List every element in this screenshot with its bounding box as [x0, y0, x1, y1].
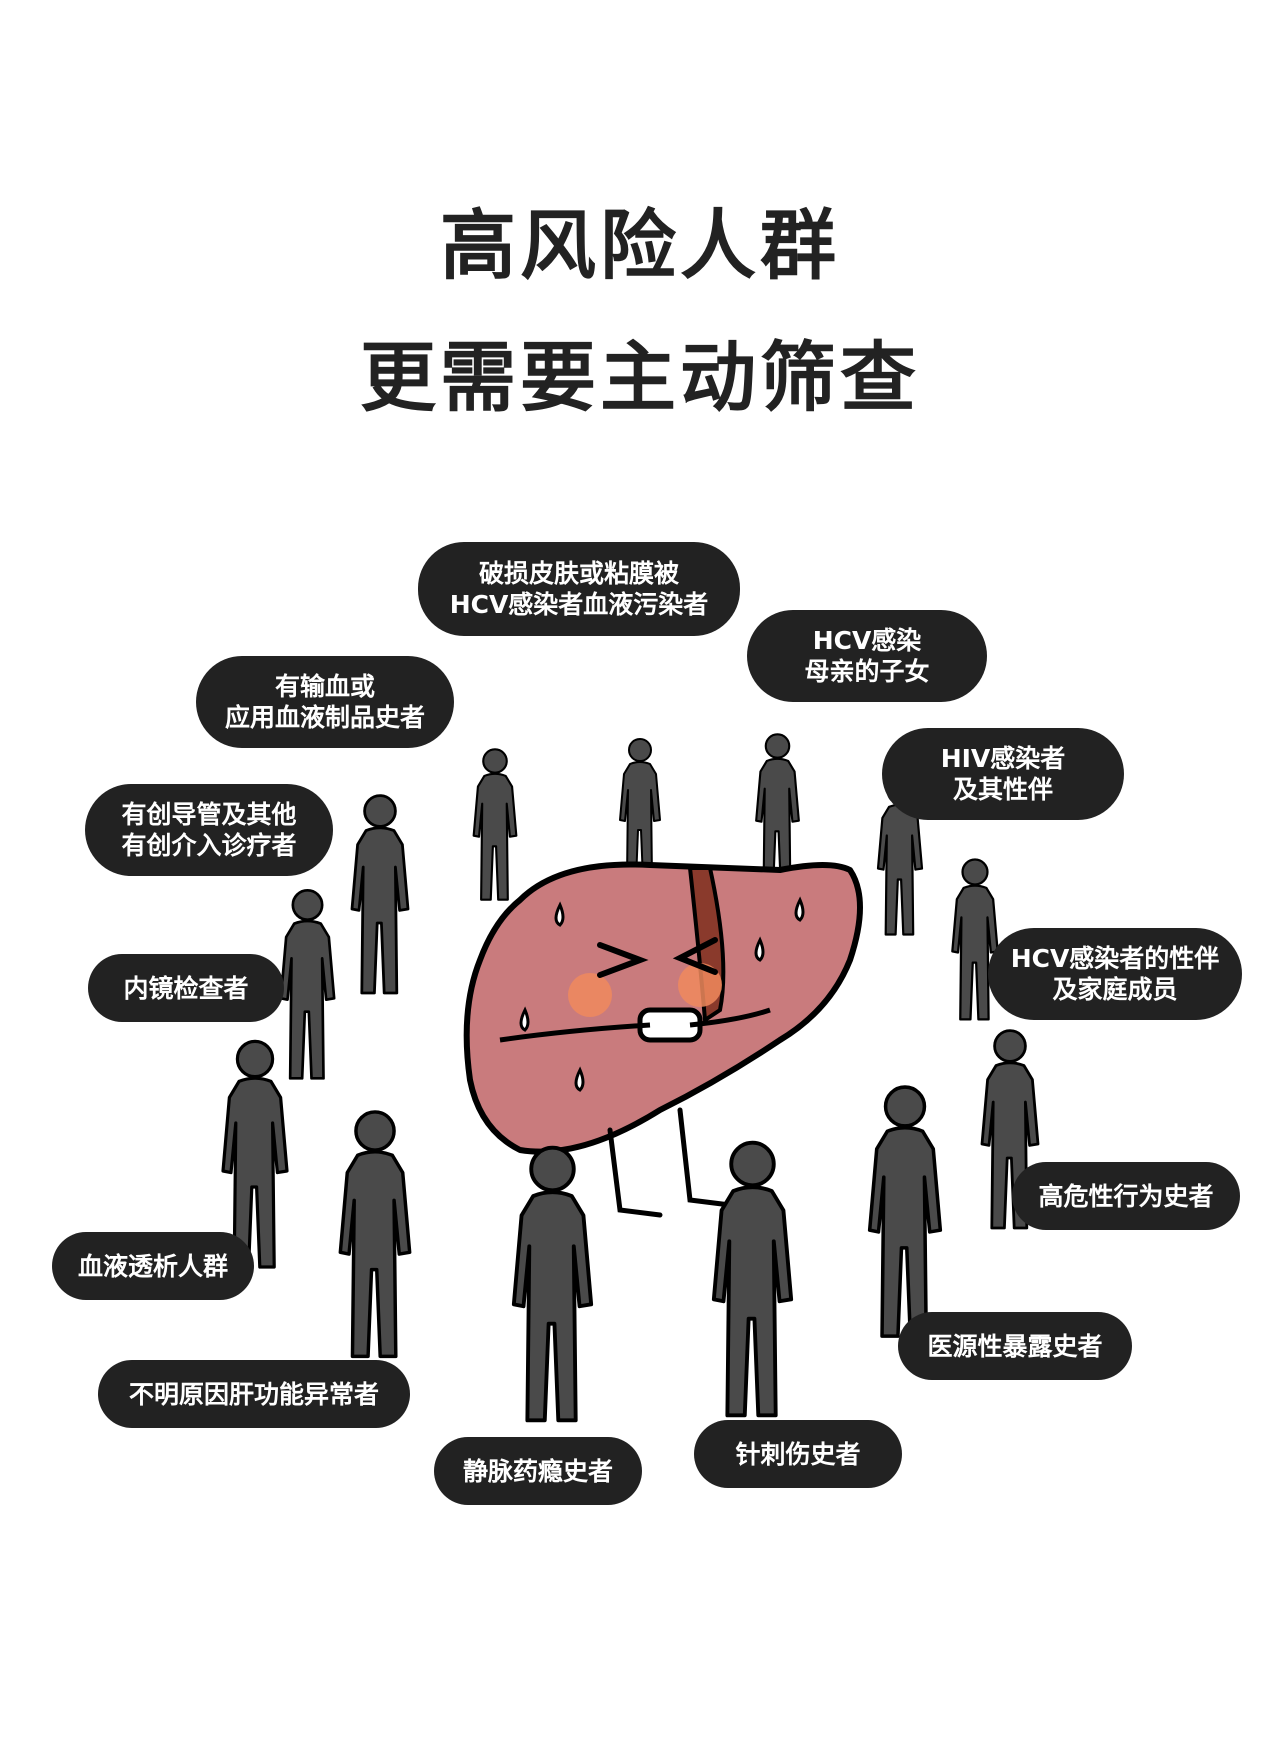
- label-needle: 针刺伤史者: [694, 1420, 902, 1488]
- person-silhouette-icon: [754, 732, 801, 887]
- label-liver-abnormal: 不明原因肝功能异常者: [98, 1360, 410, 1428]
- person-silhouette-icon: [867, 1085, 943, 1339]
- person-silhouette-icon: [472, 747, 518, 902]
- label-iatrogenic: 医源性暴露史者: [898, 1312, 1132, 1380]
- person-silhouette-icon: [618, 737, 662, 882]
- sweating-liver-icon: [463, 861, 863, 1218]
- label-transfusion: 有输血或应用血液制品史者: [196, 656, 454, 748]
- label-high-risk-sex: 高危性行为史者: [1012, 1162, 1240, 1230]
- person-silhouette-icon: [714, 1143, 791, 1416]
- person-silhouette-icon: [350, 793, 410, 995]
- label-iv-drug: 静脉药瘾史者: [434, 1437, 642, 1505]
- label-hcv-partner: HCV感染者的性伴及家庭成员: [988, 928, 1242, 1020]
- label-hcv-mother: HCV感染母亲的子女: [747, 610, 987, 702]
- person-silhouette-icon: [514, 1148, 591, 1421]
- label-invasive: 有创导管及其他有创介入诊疗者: [85, 784, 333, 876]
- label-endoscopy: 内镜检查者: [88, 954, 284, 1022]
- label-hiv: HIV感染者及其性伴: [882, 728, 1124, 820]
- person-silhouette-icon: [221, 1039, 289, 1269]
- person-silhouette-icon: [340, 1112, 409, 1356]
- person-silhouette-icon: [279, 888, 336, 1081]
- label-dialysis: 血液透析人群: [52, 1232, 254, 1300]
- title-line-2: 更需要主动筛查: [360, 333, 920, 422]
- title-line-1: 高风险人群: [440, 201, 840, 290]
- person-silhouette-icon: [950, 857, 1000, 1021]
